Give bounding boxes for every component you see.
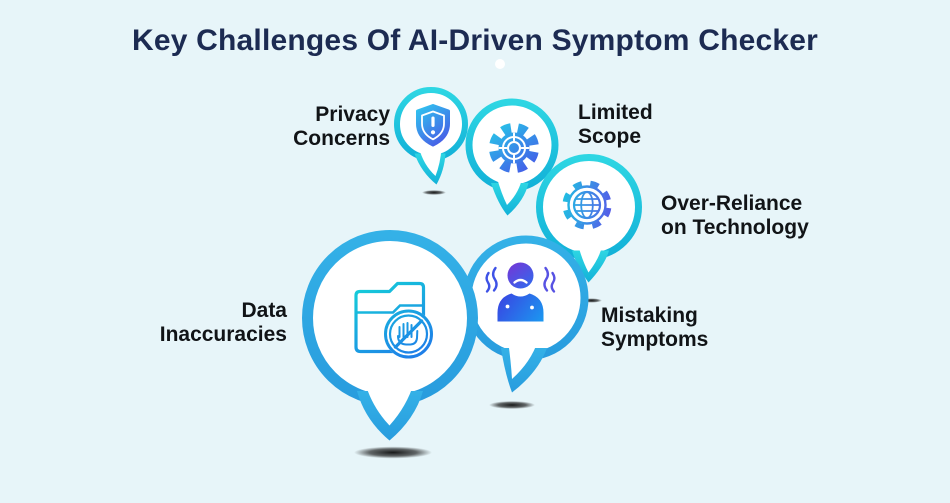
bubble-over-reliance (536, 154, 642, 283)
title-accent-dot (495, 59, 505, 69)
folder-restricted-icon (354, 281, 433, 359)
bubble-tail-inner (496, 176, 523, 205)
shadow (422, 190, 446, 195)
prohibition-slash (393, 319, 424, 349)
bubble-tail-inner (419, 148, 442, 176)
bubble-tail-inner (508, 340, 538, 379)
distressed-person-icon (485, 262, 556, 322)
label-mistaking-symptoms: Mistaking Symptoms (601, 304, 709, 351)
gear-globe-icon (562, 180, 612, 230)
page-title: Key Challenges Of AI-Driven Symptom Chec… (131, 24, 819, 57)
label-limited-scope: Limited Scope (578, 101, 653, 148)
gear-crosshair-icon (489, 123, 539, 173)
bubble-limited-scope (465, 98, 559, 216)
bubble-privacy-concerns (394, 87, 468, 185)
label-over-reliance: Over-Reliance on Technology (661, 192, 809, 239)
bubble-mistaking-symptoms (463, 235, 589, 393)
shadow (489, 401, 535, 409)
shadow (354, 446, 432, 459)
bubble-tail-inner (578, 244, 603, 273)
bubble-tail-inner (365, 382, 414, 426)
label-privacy-concerns: Privacy Concerns (293, 103, 390, 150)
shield-exclamation-icon (416, 104, 450, 147)
label-data-inaccuracies: Data Inaccuracies (159, 299, 287, 346)
bubble-data-inaccuracies (302, 230, 478, 441)
